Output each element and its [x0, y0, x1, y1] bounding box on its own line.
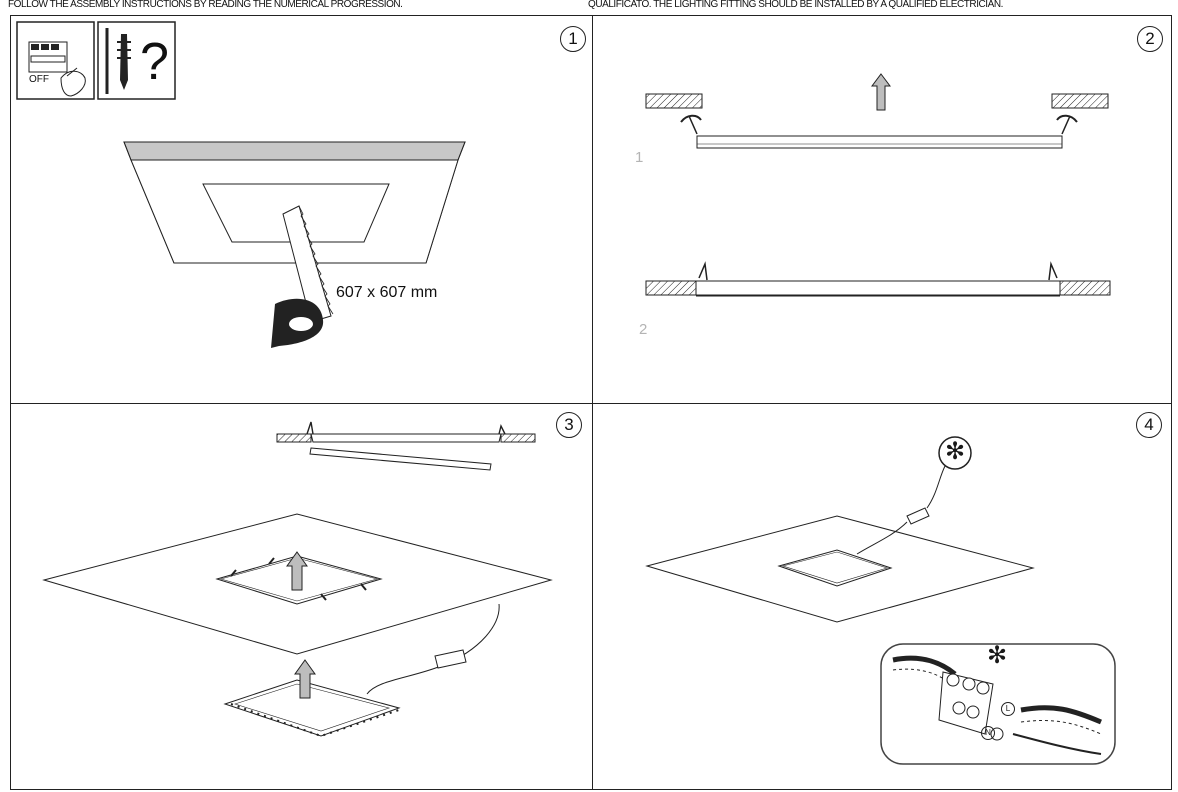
sub-step-label-2: 2	[639, 321, 648, 338]
ceiling-section-2	[645, 261, 1111, 297]
asterisk-icon-detail: ✻	[987, 642, 1008, 669]
ceiling-section-1	[645, 93, 1109, 149]
step-1-illustration	[16, 21, 466, 348]
step-number-3: 3	[556, 412, 582, 438]
driver-box	[366, 603, 500, 695]
step-1-panel: OFF ? 1 607 x 607 mm	[10, 15, 593, 404]
up-arrow-icon	[286, 551, 308, 591]
step-3-panel: 3	[10, 403, 593, 790]
step-number-2: 2	[1137, 26, 1163, 52]
step-number-1: 1	[560, 26, 586, 52]
step-3-illustration	[42, 421, 553, 738]
mains-connection-icon	[938, 436, 972, 470]
step-4-illustration	[645, 436, 1116, 765]
up-arrow-icon	[871, 73, 891, 111]
terminal-block-detail	[880, 643, 1116, 765]
sub-step-label-1: 1	[635, 149, 644, 166]
terminal-label-live: L	[1001, 702, 1015, 716]
terminal-label-neutral: N	[981, 726, 995, 740]
driver-box	[856, 465, 946, 555]
question-mark: ?	[140, 33, 169, 91]
led-panel	[223, 679, 401, 738]
header-instruction-right: QUALIFICATO. THE LIGHTING FITTING SHOULD…	[588, 0, 1003, 10]
ceiling-section-detail	[276, 421, 536, 471]
tools-icon	[97, 21, 176, 100]
power-off-icon	[16, 21, 95, 100]
up-arrow-icon	[294, 659, 316, 699]
off-label: OFF	[29, 74, 49, 85]
step-number-4: 4	[1136, 412, 1162, 438]
step-2-illustration	[645, 73, 1111, 297]
cut-dimension-label: 607 x 607 mm	[336, 284, 438, 301]
step-4-panel: 4 ✻ ✻ L N	[592, 403, 1172, 790]
ceiling-plane	[645, 515, 1035, 623]
saw-icon	[271, 205, 334, 348]
header-instruction-left: FOLLOW THE ASSEMBLY INSTRUCTIONS BY READ…	[8, 0, 403, 10]
step-2-panel: 1 2 2	[592, 15, 1172, 404]
asterisk-icon: ✻	[944, 438, 966, 465]
